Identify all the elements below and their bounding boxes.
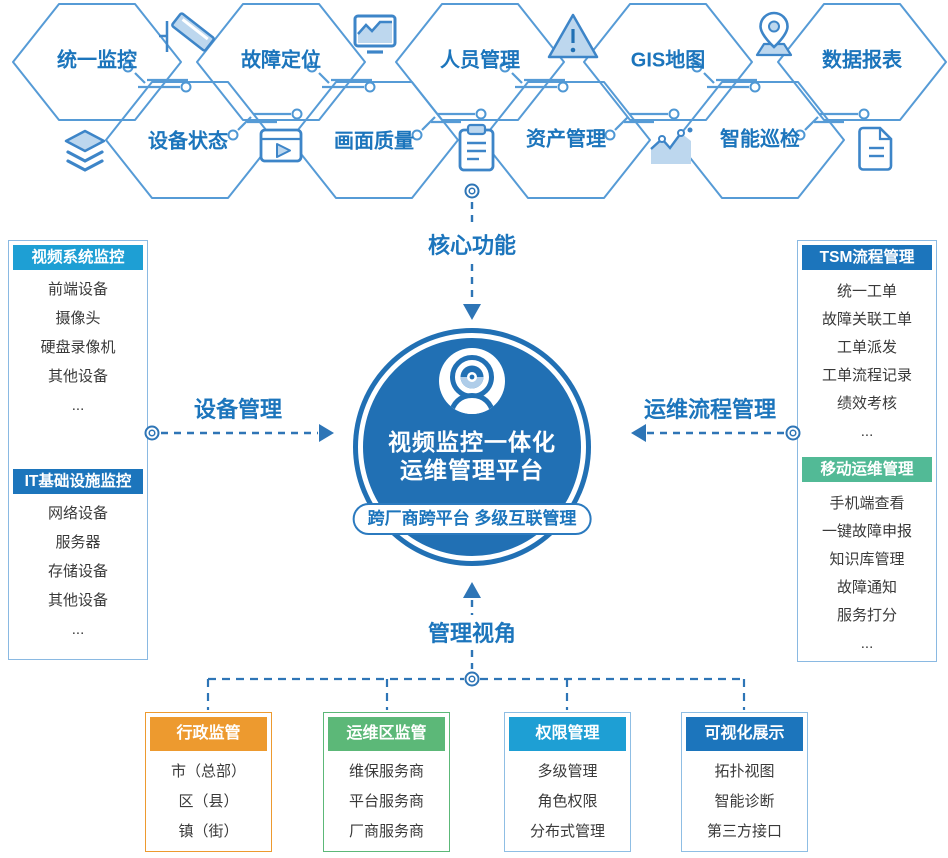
video-system-monitoring-section: 视频系统监控 前端设备 摄像头 硬盘录像机 其他设备 ... (9, 245, 147, 420)
panel-item: 其他设备 (47, 368, 108, 385)
panel-item: 摄像头 (55, 310, 101, 327)
it-infrastructure-section: IT基础设施监控 网络设备 服务器 存储设备 其他设备 ... (9, 469, 147, 644)
panel-item-ellipsis: ... (71, 621, 85, 638)
box-item: 平台服务商 (348, 793, 424, 810)
document-icon (858, 126, 893, 171)
hexagon-label: 统一监控 (57, 49, 137, 72)
core-functions-label: 核心功能 (427, 233, 517, 258)
section-header: TSM流程管理 (802, 245, 932, 270)
hexagon-label: 数据报表 (822, 49, 902, 72)
hexagon-label: 故障定位 (241, 49, 321, 72)
platform-title: 视频监控一体化 运维管理平台 (388, 428, 556, 484)
box-item: 智能诊断 (714, 793, 775, 810)
warning-triangle-icon (547, 13, 599, 59)
box-item: 厂商服务商 (348, 823, 424, 840)
panel-item: 工单流程记录 (821, 367, 912, 384)
panel-item: 硬盘录像机 (40, 339, 116, 356)
box-item: 分布式管理 (529, 823, 605, 840)
layers-icon (64, 129, 106, 172)
left-panel: 视频系统监控 前端设备 摄像头 硬盘录像机 其他设备 ... IT基础设施监控 … (8, 240, 148, 660)
panel-item: 网络设备 (47, 505, 108, 522)
panel-item: 手机端查看 (829, 495, 905, 512)
ops-process-label: 运维流程管理 (643, 397, 777, 422)
hexagon-outlines (12, 3, 947, 199)
hexagon-label: GIS地图 (630, 49, 706, 72)
panel-item: 故障关联工单 (821, 311, 912, 328)
platform-badge: 跨厂商跨平台 多级互联管理 (352, 503, 592, 535)
video-player-icon (259, 128, 303, 163)
section-header: 移动运维管理 (802, 457, 932, 482)
box-item: 镇（街） (178, 823, 239, 840)
area-chart-icon (650, 127, 693, 164)
section-header: IT基础设施监控 (13, 469, 143, 494)
left-flow-arrow (161, 424, 334, 442)
panel-item-ellipsis: ... (860, 423, 874, 440)
panel-item: 绩效考核 (836, 395, 897, 412)
box-item: 多级管理 (537, 763, 598, 780)
box-header: 权限管理 (509, 717, 626, 751)
box-header: 运维区监管 (328, 717, 445, 751)
device-management-label: 设备管理 (193, 397, 283, 422)
panel-item: 服务打分 (836, 607, 897, 624)
panel-item: 统一工单 (836, 283, 897, 300)
right-panel: TSM流程管理 统一工单 故障关联工单 工单派发 工单流程记录 绩效考核 ...… (797, 240, 937, 662)
hexagon-label: 智能巡检 (720, 128, 800, 151)
box-item: 维保服务商 (348, 763, 424, 780)
box-item: 拓扑视图 (714, 763, 775, 780)
cctv-camera-icon (159, 12, 215, 52)
panel-item: 前端设备 (47, 281, 108, 298)
box-header: 行政监管 (150, 717, 267, 751)
box-item: 市（总部） (170, 763, 246, 780)
hexagon-label: 设备状态 (148, 130, 228, 153)
hexagon-label: 人员管理 (440, 49, 520, 72)
hexagon-label: 资产管理 (526, 128, 606, 151)
box-header: 可视化展示 (686, 717, 803, 751)
panel-item-ellipsis: ... (71, 397, 85, 414)
admin-supervision-box: 行政监管 市（总部） 区（县） 镇（街） (145, 712, 272, 852)
bottom-connector-tree (206, 677, 746, 710)
tsm-process-section: TSM流程管理 统一工单 故障关联工单 工单派发 工单流程记录 绩效考核 ... (798, 245, 936, 446)
panel-item: 一键故障申报 (821, 523, 912, 540)
panel-item: 服务器 (55, 534, 101, 551)
map-pin-icon (755, 11, 793, 57)
ops-zone-supervision-box: 运维区监管 维保服务商 平台服务商 厂商服务商 (323, 712, 450, 852)
box-item: 角色权限 (537, 793, 598, 810)
mobile-ops-section: 移动运维管理 手机端查看 一键故障申报 知识库管理 故障通知 服务打分 ... (798, 457, 936, 658)
panel-item: 故障通知 (836, 579, 897, 596)
management-view-label: 管理视角 (427, 621, 517, 646)
webcam-icon (439, 348, 505, 414)
panel-item: 工单派发 (836, 339, 897, 356)
platform-title-line1: 视频监控一体化 (388, 429, 556, 455)
monitor-chart-icon (353, 14, 397, 54)
hexagon-label: 画面质量 (334, 130, 414, 153)
right-flow-arrow (631, 424, 784, 442)
box-item: 第三方接口 (706, 823, 782, 840)
panel-item-ellipsis: ... (860, 635, 874, 652)
panel-item: 其他设备 (47, 592, 108, 609)
top-flow-arrow (463, 202, 481, 320)
clipboard-icon (458, 123, 495, 172)
section-header: 视频系统监控 (13, 245, 143, 270)
visualization-box: 可视化展示 拓扑视图 智能诊断 第三方接口 (681, 712, 808, 852)
permission-management-box: 权限管理 多级管理 角色权限 分布式管理 (504, 712, 631, 852)
panel-item: 知识库管理 (829, 551, 905, 568)
panel-item: 存储设备 (47, 563, 108, 580)
platform-title-line2: 运维管理平台 (400, 457, 544, 483)
box-item: 区（县） (178, 793, 239, 810)
